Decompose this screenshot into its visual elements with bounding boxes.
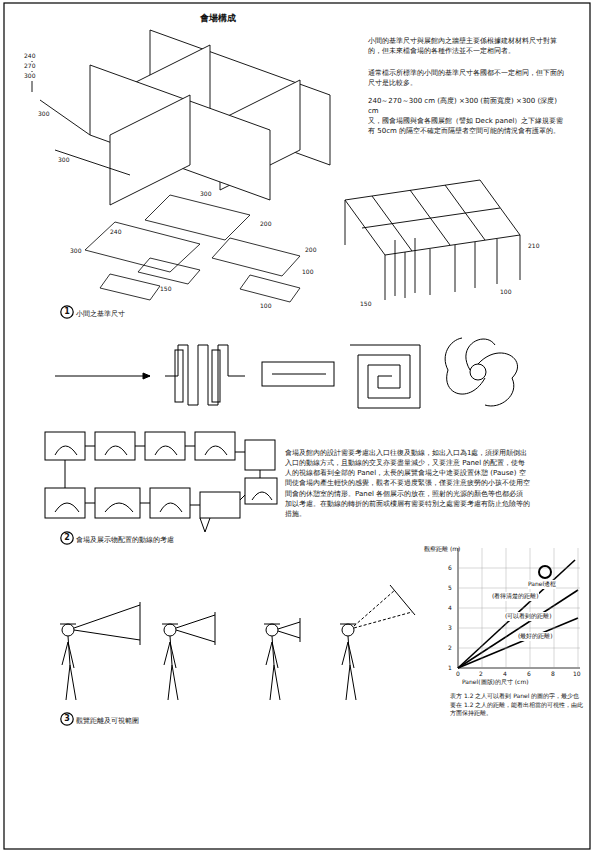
line-label: (最好的距離) (518, 632, 553, 641)
dimension: 300 (58, 156, 69, 165)
dimension: 100 (500, 288, 511, 297)
figure-caption: 會場及展示物配置的動線的考慮 (76, 535, 336, 545)
page-title: 會場構成 (200, 12, 236, 25)
dimension: 300 (200, 190, 211, 199)
page-frame (4, 3, 590, 849)
dimension: 100 (302, 268, 313, 277)
tick-label: 0 (456, 670, 460, 679)
callout-number: 3 (60, 712, 74, 723)
line-label: (可以看到的距離) (505, 612, 552, 621)
body-text: 會場及館內的設計需要考慮出入口往復及動線，如出入口為1處，須採用顛倒出入口的動線… (285, 448, 530, 519)
line-label: (看得清楚的距離) (492, 592, 539, 601)
dimension: 200 (305, 246, 316, 255)
note-text: 又，國會場國與會各國展館（譬如 Deck panel）之下緣規要需有 50cm … (368, 116, 568, 136)
partition-walls (32, 30, 330, 205)
note-text: 240～270～300 cm (高度) ×300 (前面寬度) ×300 (深度… (368, 96, 568, 116)
dimension: 240 (110, 228, 121, 237)
bench-frame (345, 180, 520, 300)
tick-label: 1 (448, 664, 452, 673)
tick-label: 4 (503, 670, 507, 679)
figure-caption: 小間之基準尺寸 (76, 309, 276, 319)
flow-patterns (55, 338, 518, 408)
booth-plan (45, 432, 277, 532)
dimension: 270 (24, 62, 35, 71)
tick-label: 5 (448, 584, 452, 593)
tick-label: 10 (573, 670, 581, 679)
tick-label: 2 (479, 670, 483, 679)
viewer-figures (60, 585, 415, 700)
floor-plans (85, 195, 300, 302)
dimension: 300 (38, 110, 49, 119)
tick-label: 2 (448, 644, 452, 653)
tick-label: 4 (448, 604, 452, 613)
tick-label: 6 (448, 564, 452, 573)
dimension: 150 (360, 300, 371, 309)
callout-circle: 1 (60, 305, 74, 319)
note-text: 通常檔示所標準的小間的基準尺寸各國都不一定相同，但下面的尺寸是比較多。 (368, 68, 568, 88)
dimension: 300 (70, 247, 81, 256)
dimension: 150 (160, 285, 171, 294)
tick-label: 6 (527, 670, 531, 679)
circle-shape (61, 306, 73, 318)
callout-circle: 2 (60, 531, 74, 545)
axis-title: 觀察距離 (m) (424, 545, 460, 554)
circle-shape (61, 532, 73, 544)
callout-number: 1 (60, 305, 74, 316)
callout-number: 2 (60, 531, 74, 542)
dimension: 210 (528, 242, 539, 251)
dimension: 300 (24, 72, 35, 81)
chart-note: 表方 1.2 之人可以看到 Panel 的圖的字，最少也要在 1.2 之人的距離… (450, 692, 585, 718)
dimension: 200 (260, 220, 271, 229)
note-text: 小間的基準尺寸與展館內之牆壁主要係根據建材材料尺寸對算的，但未來檔會場的各種作法… (368, 36, 568, 56)
circle-shape (61, 713, 73, 725)
dimension: 100 (260, 302, 271, 311)
tick-label: 3 (448, 624, 452, 633)
figure-caption: 觀覽距離及可視範圍 (76, 716, 276, 726)
dimension: 240 (24, 52, 35, 61)
callout-circle: 3 (60, 712, 74, 726)
chart-label: Panel邊框 (528, 580, 556, 589)
axis-title: Panel(圖版)的尺寸 (cm) (462, 678, 529, 687)
distance-chart (458, 548, 580, 668)
tick-label: 8 (551, 670, 555, 679)
